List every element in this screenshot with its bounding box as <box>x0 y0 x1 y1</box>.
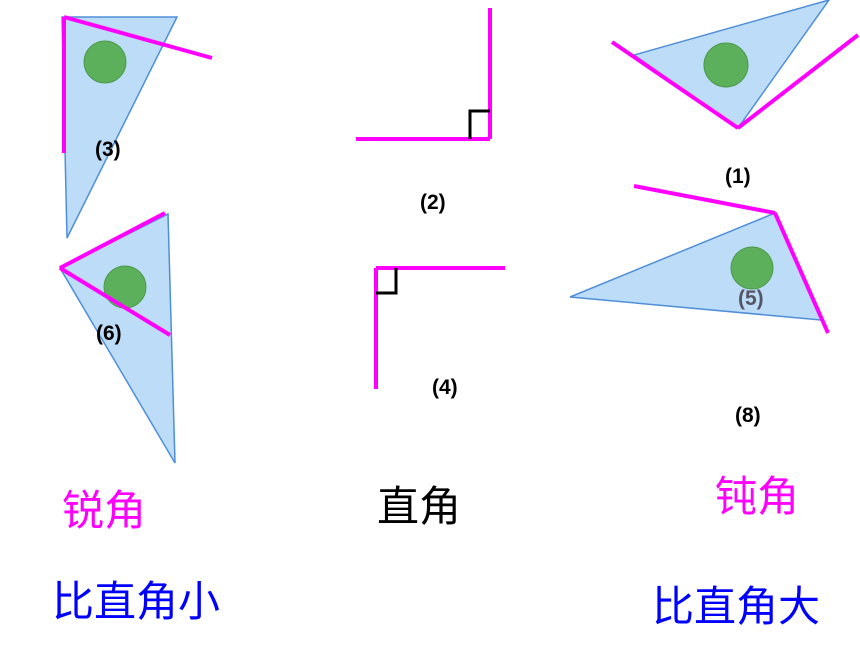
angle-label-3: (3) <box>95 138 121 161</box>
angle-label-2: (2) <box>420 191 446 214</box>
right-angle-marker-2 <box>468 109 490 139</box>
set-square-1 <box>610 0 860 130</box>
ray-1-a <box>610 40 740 130</box>
set-square-3 <box>61 15 213 239</box>
grip-disc-1 <box>703 42 749 88</box>
ray-6-a <box>59 211 166 270</box>
grip-disc-6 <box>103 265 147 309</box>
angle-label-5: (5) <box>738 287 764 310</box>
angle-label-6: (6) <box>96 322 122 345</box>
set-square-6 <box>58 211 176 464</box>
angle-label-8: (8) <box>735 404 761 427</box>
angle-label-4: (4) <box>432 376 458 399</box>
right-angle-label: 直角 <box>377 482 462 531</box>
grip-disc-5 <box>730 246 774 290</box>
right-angle-marker-4 <box>376 268 398 295</box>
ray-6-b <box>58 266 172 337</box>
smaller-than-right-caption: 比直角小 <box>52 577 221 626</box>
grip-disc-3 <box>83 40 127 84</box>
right-angle-2 <box>356 8 492 141</box>
ray-1-b <box>736 33 860 130</box>
set-square-5 <box>569 184 830 334</box>
larger-than-right-caption: 比直角大 <box>652 582 821 631</box>
acute-angle-label: 锐角 <box>62 486 147 535</box>
right-angle-4 <box>374 266 505 389</box>
obtuse-angle-label: 钝角 <box>715 472 800 521</box>
ray-3-a <box>63 15 213 60</box>
ray-5-b <box>773 212 830 334</box>
ray-5-a <box>633 184 776 215</box>
angle-label-1: (1) <box>725 165 751 188</box>
